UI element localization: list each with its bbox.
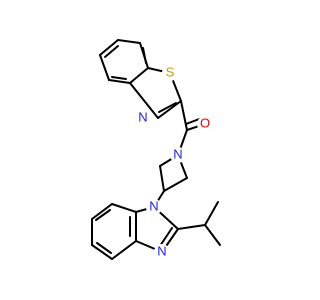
bond — [129, 82, 159, 119]
bond — [91, 244, 113, 260]
atom-bg — [170, 147, 186, 163]
bond-inner-double — [111, 76, 127, 80]
atom-bg — [135, 110, 151, 126]
bond — [180, 100, 188, 131]
bond — [177, 224, 206, 230]
bond — [204, 201, 219, 226]
molecule-svg: S N O N N N — [91, 39, 221, 260]
atom-bg — [146, 199, 162, 215]
benzothiazole-benzene-ring — [99, 39, 149, 84]
atom-labels: S N O N N N — [138, 64, 210, 258]
bond — [91, 203, 113, 220]
atom-bg — [162, 65, 178, 81]
isopropyl-group — [177, 201, 221, 246]
benzimidazole-benzene-ring — [91, 203, 137, 260]
bond-inner-double — [142, 47, 147, 64]
bond — [157, 100, 182, 119]
bond — [163, 177, 188, 192]
bond — [117, 39, 141, 44]
bond — [108, 79, 131, 84]
bond — [111, 203, 137, 213]
carbonyl-oxygen-label: O — [200, 115, 210, 130]
bond — [99, 39, 119, 56]
benzimidazole-n1-label: N — [149, 198, 158, 213]
bond — [99, 54, 110, 81]
bond — [204, 224, 221, 246]
bond — [129, 67, 149, 84]
bond-inner-double — [95, 209, 111, 221]
bond-inner-double — [96, 242, 112, 254]
atom-bg — [197, 116, 213, 132]
molecule-diagram: S N O N N N — [91, 39, 221, 260]
atom-bg — [154, 244, 170, 260]
bond — [111, 240, 137, 260]
benzimidazole-n3-label: N — [157, 243, 166, 258]
azetidine-nitrogen-label: N — [173, 146, 182, 161]
atom-label-backgrounds — [135, 65, 213, 260]
bond-inner-double — [158, 102, 177, 113]
benzothiazole-nitrogen-label: N — [138, 109, 147, 124]
sulfur-atom-label: S — [166, 64, 175, 79]
bond — [159, 165, 165, 192]
bond-inner-double — [104, 45, 119, 58]
bond-inner-double — [159, 227, 173, 247]
